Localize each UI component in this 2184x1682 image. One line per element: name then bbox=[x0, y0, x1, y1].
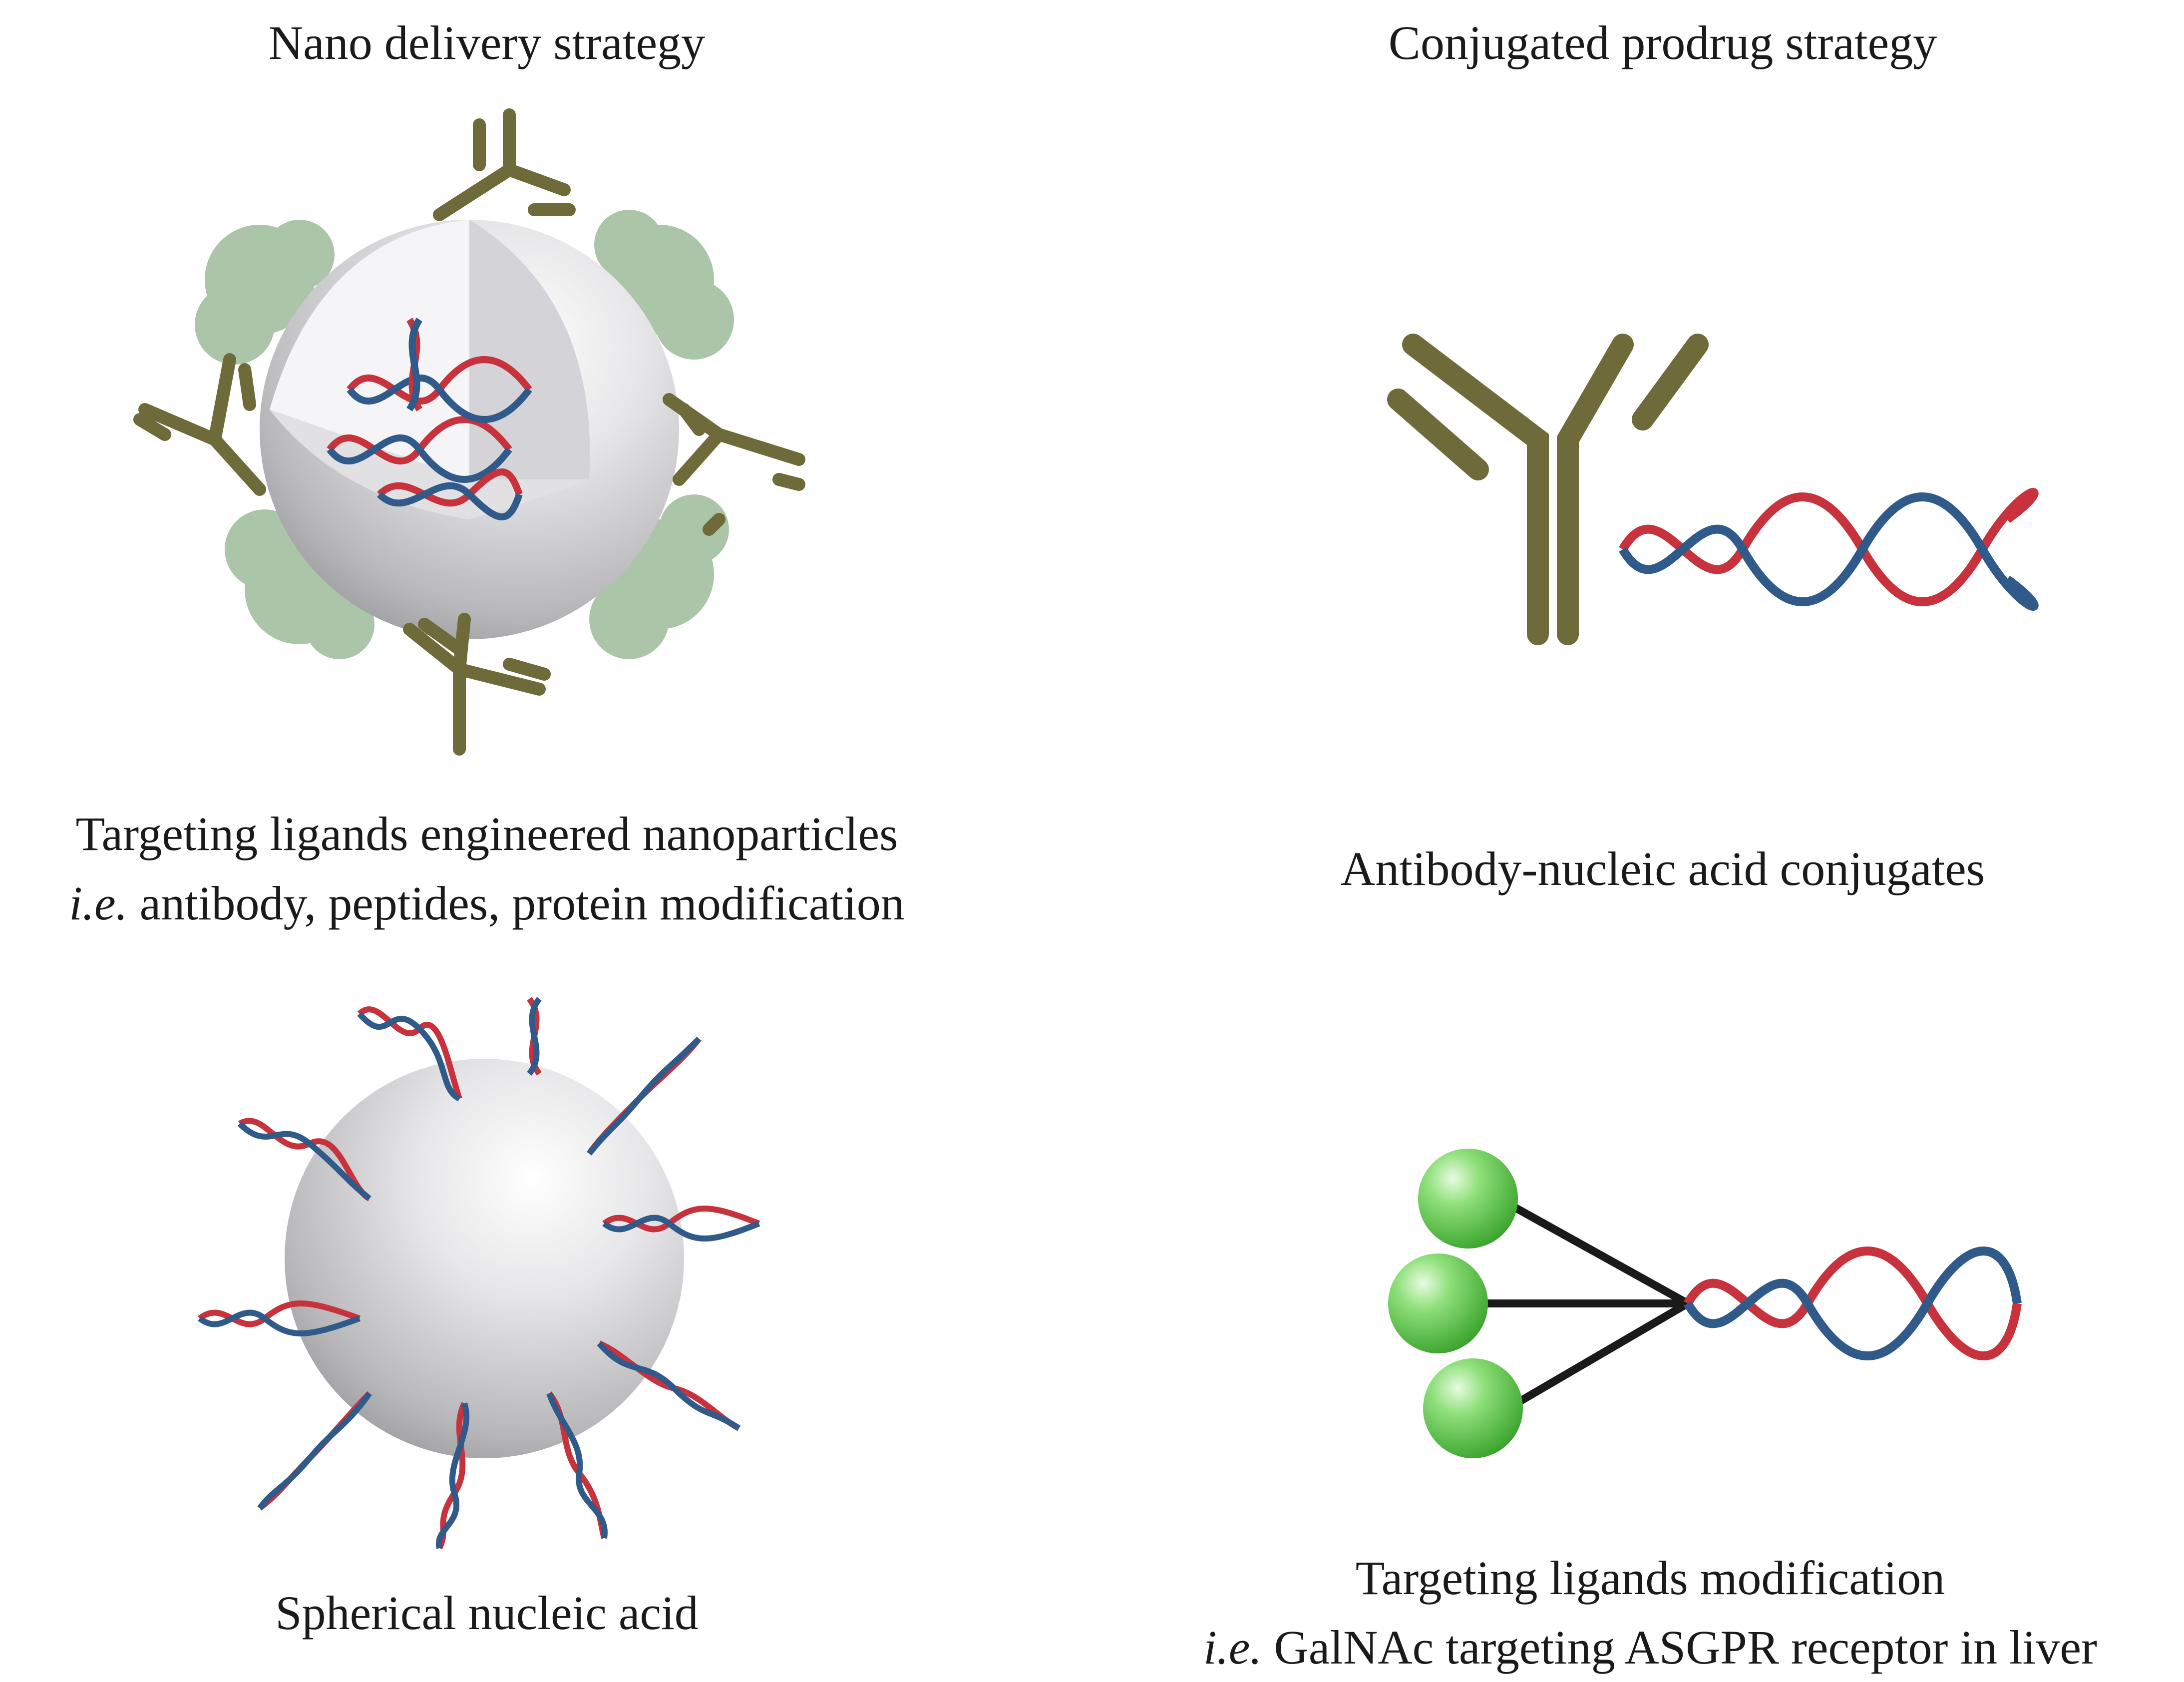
header-nano-delivery: Nano delivery strategy bbox=[268, 16, 706, 69]
nanoparticle-sphere bbox=[285, 1059, 684, 1458]
ie-italic: i.e. bbox=[69, 876, 128, 930]
linker-lines bbox=[1474, 1200, 1692, 1412]
galnac-conjugate bbox=[1388, 1149, 2022, 1458]
caption-line-1: Targeting ligands modification bbox=[1355, 1551, 1945, 1605]
caption-line-1: Targeting ligands engineered nanoparticl… bbox=[75, 807, 898, 860]
galnac-ligand-icon bbox=[1388, 1149, 1523, 1458]
ie-italic: i.e. bbox=[1203, 1621, 1262, 1675]
dna-helix-icon bbox=[327, 318, 532, 520]
caption-line-2-rest: GalNAc targeting ASGPR receptor in liver bbox=[1262, 1621, 2097, 1675]
caption-engineered-nanoparticles: Targeting ligands engineered nanoparticl… bbox=[0, 799, 974, 938]
dna-helix-icon bbox=[1619, 488, 2039, 611]
antibody-conjugate bbox=[1387, 334, 2039, 645]
header-conjugated-prodrug: Conjugated prodrug strategy bbox=[1388, 16, 1937, 69]
antibody-icon bbox=[1387, 334, 1709, 645]
caption-antibody-conjugates: Antibody-nucleic acid conjugates bbox=[1340, 842, 1985, 895]
dna-helix-icon bbox=[1684, 1247, 2022, 1360]
antibody-icon bbox=[133, 108, 805, 756]
caption-spherical-nucleic-acid: Spherical nucleic acid bbox=[275, 1586, 699, 1640]
caption-galnac: Targeting ligands modification i.e. GalN… bbox=[1123, 1543, 2177, 1682]
spherical-nucleic-acid bbox=[198, 997, 760, 1550]
dna-helix-icon bbox=[198, 997, 760, 1550]
caption-line-2: i.e. GalNAc targeting ASGPR receptor in … bbox=[1123, 1613, 2177, 1682]
caption-line-2-rest: antibody, peptides, protein modification bbox=[127, 876, 905, 930]
engineered-nanoparticle bbox=[133, 108, 805, 756]
caption-line-2: i.e. antibody, peptides, protein modific… bbox=[0, 868, 974, 938]
